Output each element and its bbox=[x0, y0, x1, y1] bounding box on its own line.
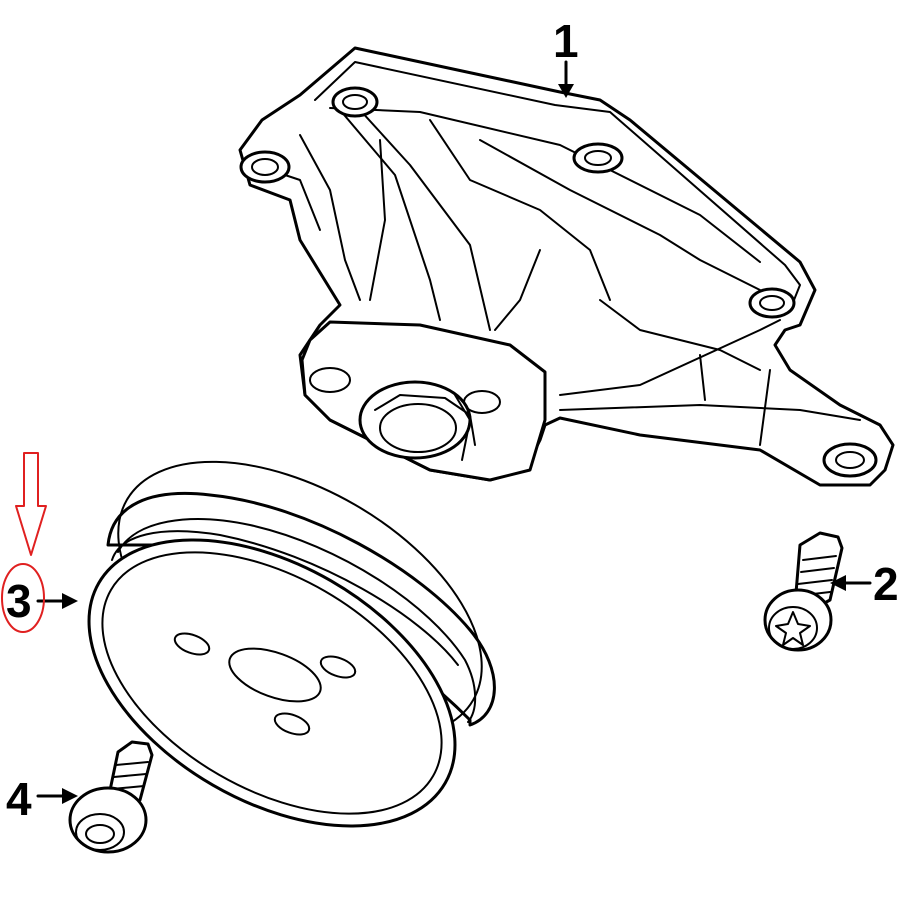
callout-3-label[interactable]: 3 bbox=[6, 575, 32, 627]
bolt-4[interactable] bbox=[68, 740, 154, 854]
highlight-circle bbox=[1, 563, 45, 633]
callout-1-label[interactable]: 1 bbox=[553, 15, 579, 67]
callout-2-label[interactable]: 2 bbox=[873, 558, 899, 610]
callout-4-label[interactable]: 4 bbox=[6, 773, 32, 825]
callout-2-leader bbox=[830, 575, 872, 591]
callout-1-leader bbox=[558, 60, 574, 98]
callout-4-leader bbox=[36, 788, 78, 804]
bolt-2[interactable] bbox=[763, 531, 844, 652]
water-pump-housing[interactable] bbox=[238, 46, 895, 487]
water-pump-pulley[interactable] bbox=[40, 405, 528, 885]
highlight-down-arrow-icon bbox=[15, 452, 47, 556]
